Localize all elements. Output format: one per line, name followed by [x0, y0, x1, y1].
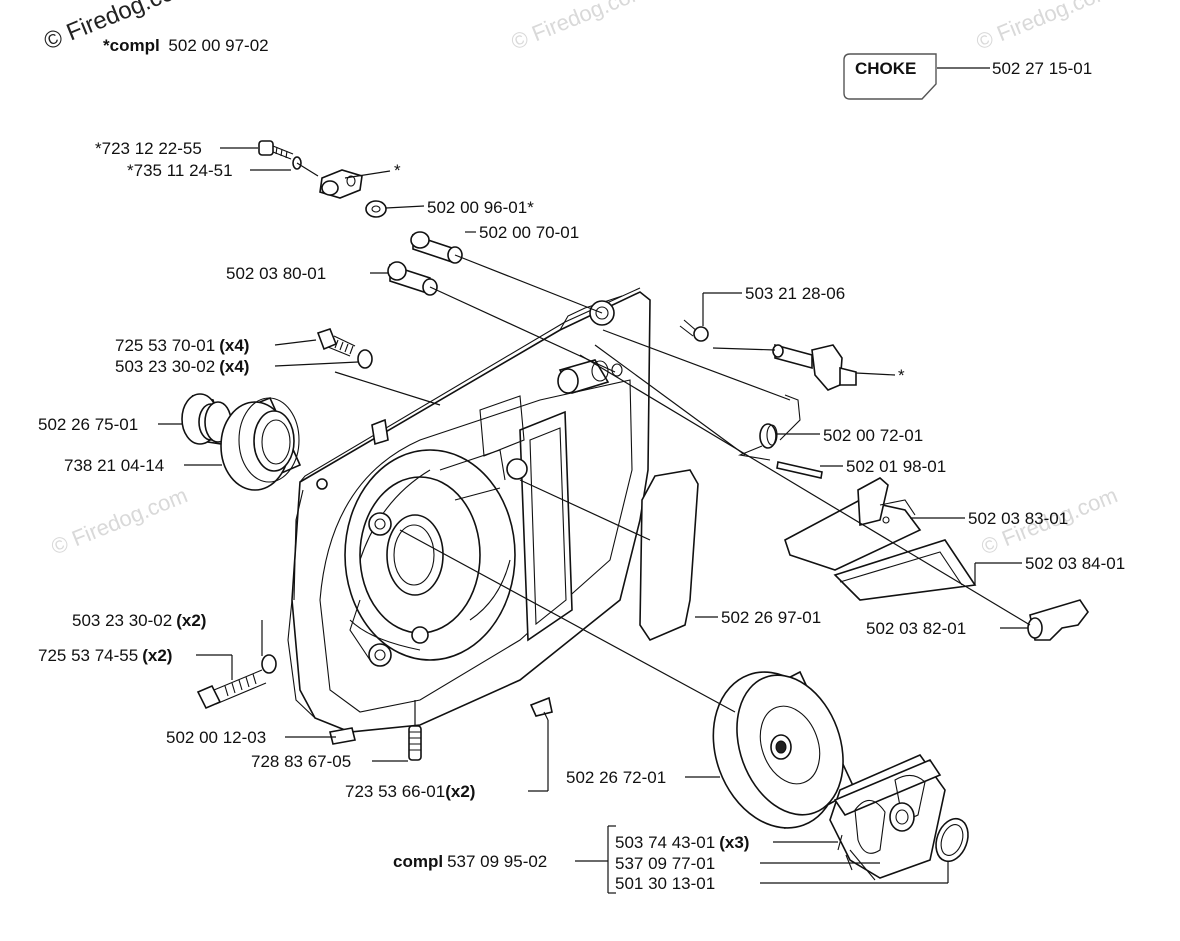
- label-735-11-24-51: *735 11 24-51: [127, 161, 233, 180]
- plate-502-03-84-01: [833, 539, 977, 601]
- label-725-53-70-01: 725 53 70-01(x4): [115, 336, 249, 355]
- choke-label: CHOKE: [855, 59, 916, 78]
- compl-header: *compl 502 00 97-02: [103, 36, 269, 55]
- screw-503-21-28-06: [679, 319, 709, 342]
- label-728-83-67-05: 728 83 67-05: [251, 752, 351, 771]
- label-502-26-72-01: 502 26 72-01: [566, 768, 666, 787]
- spring-502-00-72-01: [737, 394, 801, 461]
- lever-502-03-82-01: [1027, 599, 1089, 641]
- clutch-drum-502-26-72-01: [712, 670, 857, 830]
- washer-502-00-96-01: [365, 200, 387, 218]
- label-503-23-30-02-a: 503 23 30-02(x4): [115, 357, 249, 376]
- label-503-74-43-01: 503 74 43-01(x3): [615, 833, 749, 852]
- leader-lines: [158, 147, 1031, 894]
- crankcase-housing: [287, 287, 651, 745]
- label-502-26-97-01: 502 26 97-01: [721, 608, 821, 627]
- label-502-03-82-01: 502 03 82-01: [866, 619, 966, 638]
- compl-number: 502 00 97-02: [168, 36, 268, 55]
- label-star-upper: *: [394, 161, 401, 180]
- label-502-26-75-01: 502 26 75-01: [38, 415, 138, 434]
- label-725-53-74-55: 725 53 74-55(x2): [38, 646, 172, 665]
- screw-top-small: [258, 140, 294, 160]
- compl-prefix: *compl: [103, 36, 160, 55]
- ring-501-30-13-01: [935, 817, 969, 863]
- watermark-top-right: © Firedog.com: [973, 0, 1116, 55]
- choke-part-number: 502 27 15-01: [992, 59, 1092, 78]
- label-537-09-77-01: 537 09 77-01: [615, 854, 715, 873]
- label-502-00-70-01: 502 00 70-01: [479, 223, 579, 242]
- label-503-23-30-02-b: 503 23 30-02(x2): [72, 611, 206, 630]
- bushing-502-03-80-01: [387, 261, 438, 296]
- bracket-top: [319, 169, 363, 199]
- choke-box: [843, 53, 937, 100]
- bracket-502-03-83-01: [784, 477, 922, 571]
- bushing-502-00-70-01: [410, 231, 463, 264]
- label-star-right: *: [898, 366, 905, 385]
- watermark-top-center: © Firedog.com: [508, 0, 651, 55]
- label-502-00-12-03: 502 00 12-03: [166, 728, 266, 747]
- screw-725-53-74-55: [196, 669, 267, 710]
- label-502-01-98-01: 502 01 98-01: [846, 457, 946, 476]
- watermark-mid-left: © Firedog.com: [48, 482, 191, 559]
- bearing-738-21-04-14: [220, 396, 302, 491]
- label-738-21-04-14: 738 21 04-14: [64, 456, 164, 475]
- gasket-502-26-97-01: [639, 469, 699, 641]
- pin-502-01-98-01: [776, 461, 823, 479]
- screw-725-53-70-01: [316, 328, 356, 357]
- clutch-assembly: [829, 754, 946, 881]
- lock-washer-x4: [357, 349, 373, 369]
- label-502-00-96-01: 502 00 96-01*: [427, 198, 534, 217]
- choke-lever-top: [772, 343, 857, 391]
- label-501-30-13-01: 501 30 13-01: [615, 874, 715, 893]
- label-723-12-22-55: *723 12 22-55: [95, 139, 202, 158]
- label-503-21-28-06: 503 21 28-06: [745, 284, 845, 303]
- label-502-03-84-01: 502 03 84-01: [1025, 554, 1125, 573]
- label-502-03-80-01: 502 03 80-01: [226, 264, 326, 283]
- label-502-03-83-01: 502 03 83-01: [968, 509, 1068, 528]
- label-502-00-72-01: 502 00 72-01: [823, 426, 923, 445]
- screw-723-53-66-01: [529, 696, 553, 721]
- label-723-53-66-01: 723 53 66-01(x2): [345, 782, 475, 801]
- lock-washer-x2: [261, 654, 277, 674]
- set-screw-728-83-67-05: [408, 725, 422, 761]
